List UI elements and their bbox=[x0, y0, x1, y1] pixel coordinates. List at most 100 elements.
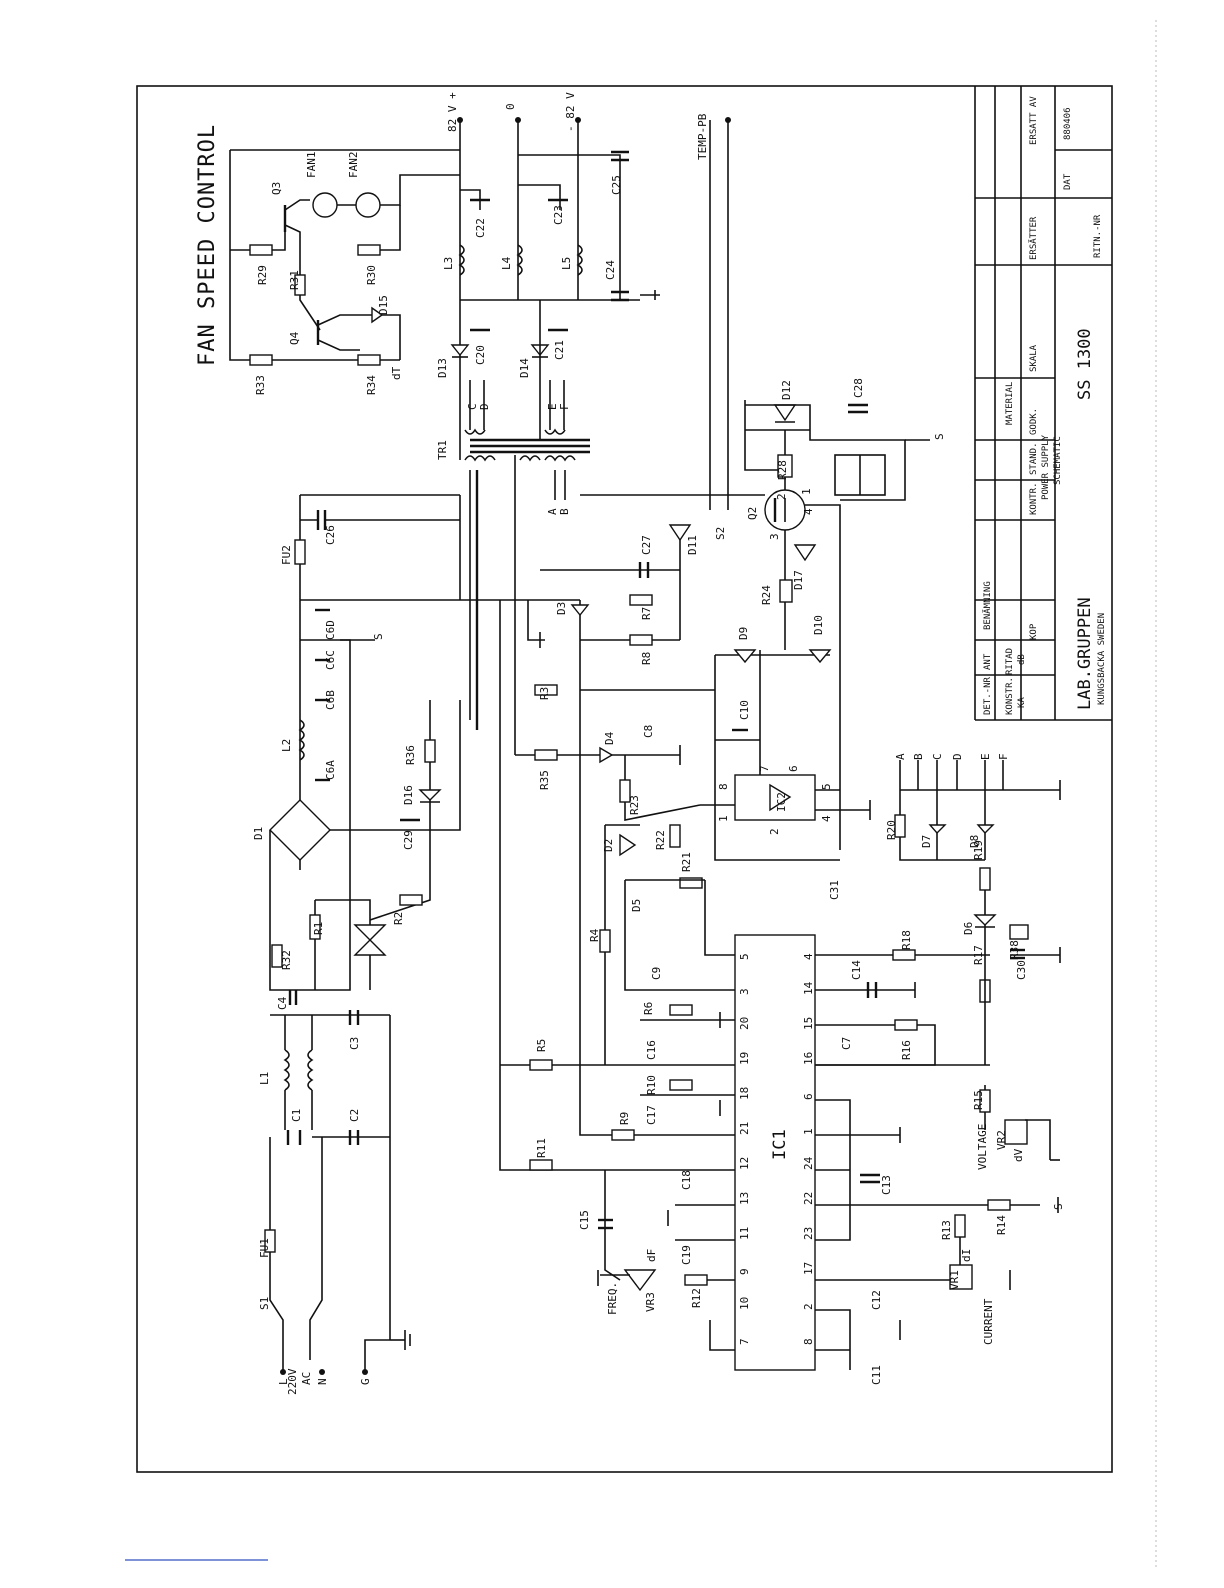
component-label-r17: R17 bbox=[972, 945, 985, 965]
ic1-pin-right: 23 bbox=[802, 1227, 815, 1240]
component-label-r14: R14 bbox=[995, 1215, 1008, 1235]
tb-kontr: KONTR. bbox=[1029, 482, 1039, 515]
component-label-r19: R19 bbox=[972, 840, 985, 860]
r9-resistor bbox=[611, 1129, 635, 1141]
ic1-pin-left: 10 bbox=[738, 1297, 751, 1310]
component-label-c21: C21 bbox=[553, 340, 566, 360]
component-label-d11: D11 bbox=[686, 535, 699, 555]
tb-benamning: BENÄMNING bbox=[982, 581, 993, 630]
component-label-c7: C7 bbox=[840, 1037, 853, 1050]
out-d: D bbox=[951, 753, 964, 760]
ic2-pin: 8 bbox=[717, 783, 730, 790]
r8-resistor bbox=[629, 634, 653, 646]
component-label-s1: S1 bbox=[258, 1297, 271, 1310]
fan-speed-control-title: FAN SPEED CONTROL bbox=[195, 124, 220, 366]
ic1-pin-right: 24 bbox=[802, 1156, 815, 1170]
ic1-pin-left: 20 bbox=[738, 1017, 751, 1030]
r31-resistor bbox=[294, 274, 306, 296]
s-node-r14: S bbox=[1052, 1203, 1065, 1210]
component-label-vr1: VR1 bbox=[948, 1270, 961, 1290]
winding-f: F bbox=[558, 403, 571, 410]
component-label-c10: C10 bbox=[738, 700, 751, 720]
ic1-pin-left: 3 bbox=[738, 988, 751, 995]
tb-stand: STAND. bbox=[1029, 442, 1039, 475]
component-label-r4: R4 bbox=[588, 928, 601, 942]
component-label-c27: C27 bbox=[640, 535, 653, 555]
ic2-pin: 4 bbox=[820, 815, 833, 822]
component-label-c1: C1 bbox=[290, 1109, 303, 1122]
tb-ritn-nr: RITN.-NR bbox=[1093, 214, 1103, 258]
ic1-pin-left: 9 bbox=[738, 1268, 751, 1275]
component-label-r34: R34 bbox=[365, 375, 378, 395]
component-label-d8: D8 bbox=[968, 835, 981, 848]
component-label-r11: R11 bbox=[535, 1138, 548, 1158]
winding-b: B bbox=[558, 508, 571, 515]
tb-ersatter: ERSÄTTER bbox=[1028, 216, 1039, 260]
r19-resistor bbox=[979, 867, 991, 891]
component-label-c11: C11 bbox=[870, 1365, 883, 1385]
ic1-pin-right: 14 bbox=[802, 981, 815, 995]
tb-dat: DAT bbox=[1063, 173, 1073, 190]
component-label-d16: D16 bbox=[402, 785, 415, 805]
ic1-pin-right: 22 bbox=[802, 1192, 815, 1205]
ic1-pin-left: 19 bbox=[738, 1052, 751, 1065]
di-label: dI bbox=[960, 1249, 973, 1262]
component-label-d10: D10 bbox=[812, 615, 825, 635]
freq-label: FREQ. bbox=[606, 1282, 619, 1315]
ic1-pin-right: 2 bbox=[802, 1303, 815, 1310]
component-label-r23: R23 bbox=[628, 795, 641, 815]
transformer-tr1 bbox=[464, 380, 590, 730]
d1-bridge-rectifier bbox=[269, 799, 331, 861]
component-label-r8: R8 bbox=[640, 652, 653, 665]
ic2-pin: 5 bbox=[820, 783, 833, 790]
component-label-c6c: C6C bbox=[324, 650, 337, 670]
ic2-pin: 1 bbox=[717, 815, 730, 822]
s-node-left: S bbox=[372, 633, 385, 640]
r23-resistor bbox=[619, 779, 631, 803]
component-label-c15: C15 bbox=[578, 1210, 591, 1230]
s-node-q2: S bbox=[933, 433, 946, 440]
r28-resistor bbox=[777, 454, 793, 478]
ic1-pin-right: 8 bbox=[802, 1338, 815, 1345]
ic1-pin-left: 18 bbox=[738, 1087, 751, 1100]
component-label-vr2: VR2 bbox=[995, 1130, 1008, 1150]
component-label-r3: R3 bbox=[538, 687, 551, 700]
dv-label: dV bbox=[1012, 1148, 1025, 1162]
drawing-border bbox=[136, 85, 1113, 1473]
output-rails bbox=[450, 117, 731, 510]
vr2-potentiometer bbox=[1004, 1119, 1028, 1145]
r13-resistor bbox=[954, 1214, 966, 1238]
fan2-symbol bbox=[355, 192, 381, 218]
component-label-c6a: C6A bbox=[324, 760, 337, 780]
component-label-r2: R2 bbox=[392, 912, 405, 925]
component-label-r16: R16 bbox=[900, 1040, 913, 1060]
component-label-d9: D9 bbox=[737, 627, 750, 640]
ic1-pin-left: 21 bbox=[738, 1122, 751, 1135]
component-label-c29: C29 bbox=[402, 830, 415, 850]
component-label-r30: R30 bbox=[365, 265, 378, 285]
tb-godk: GODK. bbox=[1029, 408, 1039, 435]
r29-resistor bbox=[249, 244, 273, 256]
component-label-q4: Q4 bbox=[288, 331, 301, 345]
component-label-d15: D15 bbox=[377, 295, 390, 315]
q2-pin-3: 3 bbox=[768, 533, 781, 540]
component-label-r33: R33 bbox=[254, 375, 267, 395]
voltage-label: VOLTAGE bbox=[976, 1124, 989, 1170]
component-label-r12: R12 bbox=[690, 1288, 703, 1308]
current-label: CURRENT bbox=[982, 1298, 995, 1345]
r18-resistor bbox=[892, 949, 916, 961]
temp-pb-label: TEMP-PB bbox=[696, 113, 709, 160]
ic1-pin-left: 12 bbox=[738, 1157, 751, 1170]
ic1-controller bbox=[499, 600, 1060, 1371]
r3-resistor bbox=[534, 684, 558, 696]
ic2-label: IC2 bbox=[775, 792, 788, 812]
tb-konstr: KONSTR. bbox=[1005, 677, 1015, 715]
component-label-d12: D12 bbox=[780, 380, 793, 400]
tb-det-nr: DET.-NR bbox=[983, 676, 993, 715]
dt-label: dT bbox=[390, 366, 403, 380]
mains-voltage-label: 220V bbox=[286, 1368, 299, 1395]
component-label-c13: C13 bbox=[880, 1175, 893, 1195]
component-label-c28: C28 bbox=[852, 378, 865, 398]
